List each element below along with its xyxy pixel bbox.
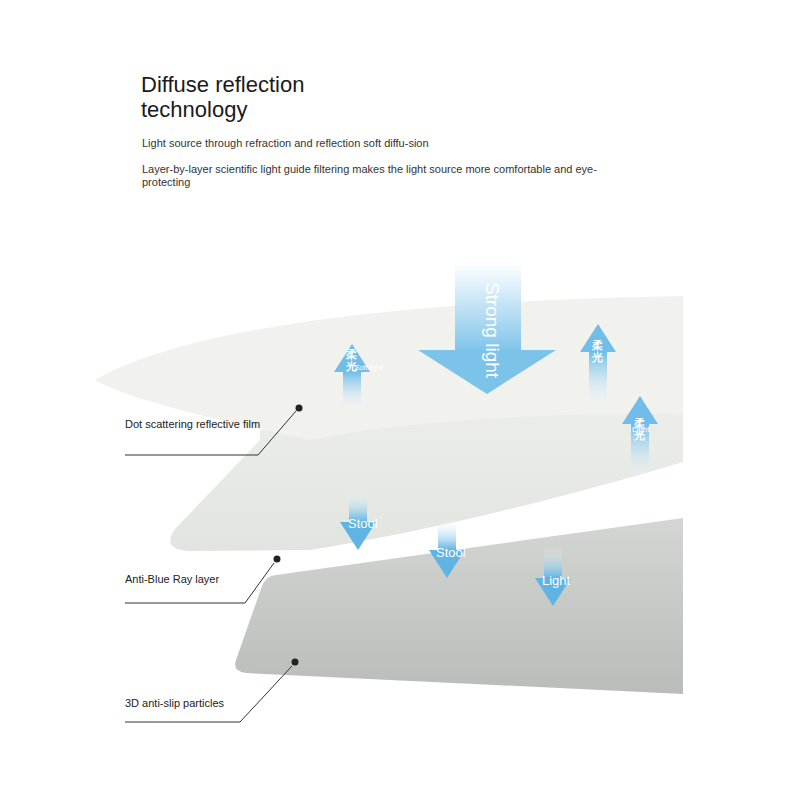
- down-arrows: [340, 490, 571, 606]
- callout-label: Anti-Blue Ray layer: [125, 572, 265, 586]
- leader-lines: [125, 405, 303, 723]
- description-text: Light source through refraction and refl…: [142, 137, 442, 150]
- arrow-label: Light: [542, 573, 570, 588]
- description-text: Layer-by-layer scientific light guide fi…: [142, 163, 642, 189]
- arrow-sublabel: Light: [632, 425, 649, 434]
- diagram-title: Diffuse reflection technology: [141, 72, 331, 122]
- arrow-label: Strong light: [482, 275, 502, 385]
- top-sheet: [95, 296, 683, 440]
- arrow-label: Stool: [436, 545, 466, 560]
- callout-label: Dot scattering reflective film: [125, 417, 265, 431]
- callout-label: 3D anti-slip particles: [125, 696, 285, 710]
- arrow-label: 柔光: [592, 340, 603, 364]
- strong-light-arrow: [418, 262, 556, 394]
- arrow-label: Stool: [348, 516, 378, 531]
- arrow-sublabel: Soft light: [355, 364, 382, 372]
